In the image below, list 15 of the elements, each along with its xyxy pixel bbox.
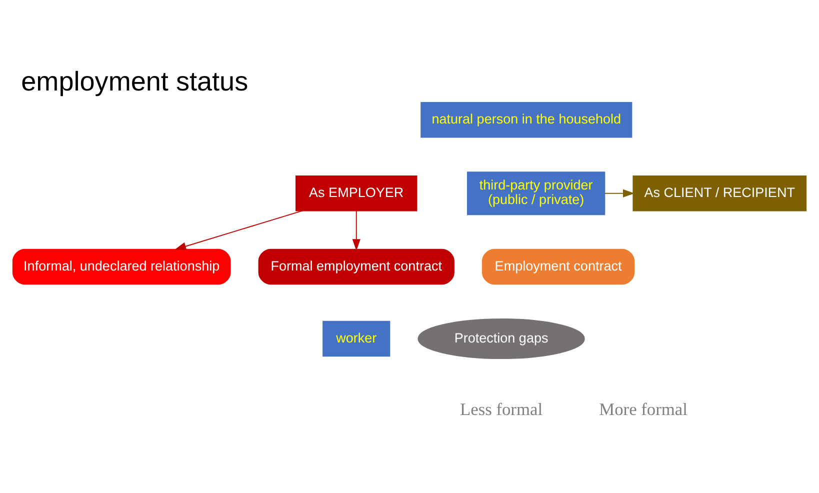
node-box: worker [322, 320, 390, 357]
node-box: Formal employment contract [258, 248, 454, 285]
node-box: Employment contract [482, 248, 635, 285]
node-box: As EMPLOYER [296, 175, 418, 212]
label: Less formal [460, 400, 543, 419]
node-box: Informal, undeclared relationship [12, 248, 231, 285]
node-ellipse: Protection gaps [418, 318, 585, 360]
node-box: natural person in the household [420, 102, 632, 138]
arrow [604, 189, 635, 198]
label: More formal [599, 400, 688, 419]
arrow [352, 210, 360, 251]
diagram-title: employment status [21, 66, 248, 96]
arrow [174, 210, 303, 250]
node-box: As CLIENT / RECIPIENT [632, 175, 807, 212]
node-box: third-party provider (public / private) [466, 172, 606, 216]
